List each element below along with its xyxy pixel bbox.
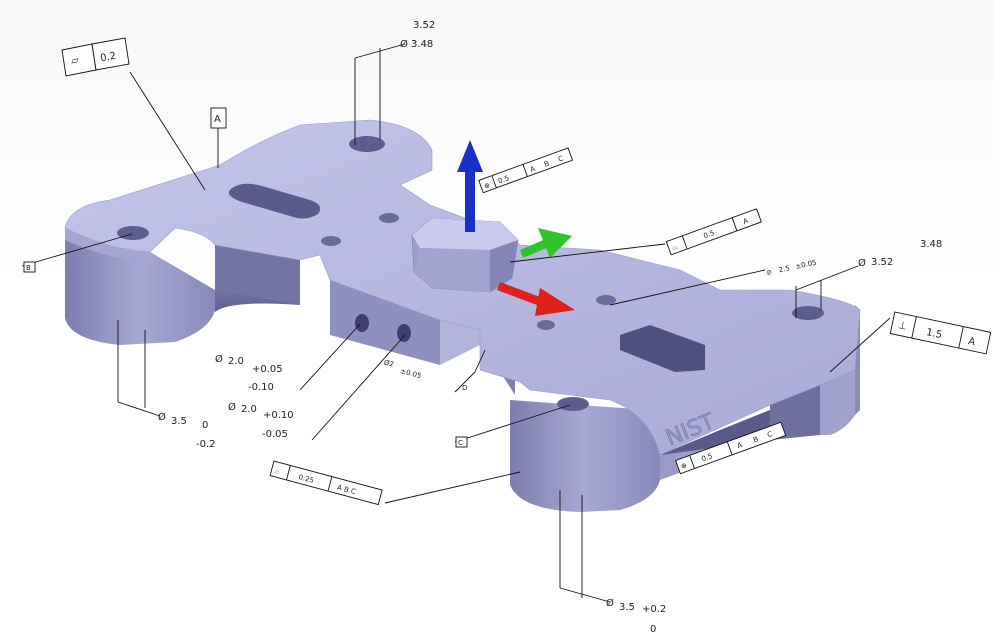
fcf-position-bottom[interactable]: ⊕ 0.5 A B C [675,421,787,475]
z-axis-arrow-icon[interactable] [457,140,483,172]
svg-text:1.5: 1.5 [925,327,943,341]
position-icon: ⊕ [680,461,688,471]
svg-text:A: A [967,336,976,348]
svg-text:+0.2: +0.2 [642,604,666,615]
svg-text:Ø: Ø [158,411,166,423]
right-hole [792,306,824,320]
svg-text:0: 0 [202,420,208,431]
right-slot [620,325,705,372]
svg-text:A: A [742,217,749,226]
svg-text:Ø2: Ø2 [383,358,395,368]
y-axis-arrow-icon[interactable] [538,228,572,258]
svg-text:3.48: 3.48 [920,239,942,250]
x-axis-shaft[interactable] [497,282,548,308]
svg-text:A: A [736,441,743,450]
svg-text:+0.10: +0.10 [263,410,294,421]
datum-d-label[interactable]: D [462,384,467,392]
svg-text:3.52: 3.52 [871,257,893,268]
svg-text:Ø: Ø [215,353,223,365]
flatness-icon: ▱ [70,55,80,67]
left-hole [117,226,149,240]
svg-text:±0.05: ±0.05 [795,259,818,271]
svg-text:⊘: ⊘ [765,268,772,277]
fcf-position-top[interactable]: ⊕ 0.5 A B C [478,147,574,194]
datum-a-label[interactable]: A [210,107,227,129]
svg-text:0.5: 0.5 [497,174,510,185]
dim-middle[interactable]: Ø2 ±0.05 [382,358,423,380]
svg-text:0.5: 0.5 [700,452,713,463]
dim-left[interactable]: Ø 3.5 0 -0.2 [158,411,216,450]
axis-triad[interactable] [457,140,575,316]
datum-c-label[interactable]: C [455,436,468,448]
annotation-leaders [21,43,891,603]
perpendicularity-icon: ⊥ [897,320,908,333]
datum-b-label[interactable]: B [23,261,36,273]
svg-text:-0.05: -0.05 [262,429,288,440]
dim-small[interactable]: ⊘ 2.5 ±0.05 [765,259,817,278]
diameter-icon: Ø [858,257,866,269]
svg-text:A: A [529,165,536,174]
fcf-profile-bottom[interactable]: ⌓ 0.25 A B C [269,460,383,506]
dim-top-hole[interactable]: 3.52 Ø 3.48 [400,20,435,50]
svg-text:2.0: 2.0 [241,404,257,415]
svg-text:0.25: 0.25 [298,473,315,485]
fcf-flatness[interactable]: ▱ 0.2 [61,37,130,77]
svg-text:B: B [543,160,550,169]
dim-bottom[interactable]: Ø 3.5 +0.2 0 [606,597,666,635]
svg-text:+0.05: +0.05 [252,364,283,375]
dim-bore-2[interactable]: Ø 2.0 +0.10 -0.05 [228,401,294,440]
svg-text:3.5: 3.5 [619,602,635,613]
top-hole [349,136,385,152]
svg-text:B: B [26,264,31,272]
svg-text:0.5: 0.5 [702,229,715,240]
position-icon: ⊕ [483,181,491,191]
diameter-icon: Ø [400,38,408,50]
left-slot [228,183,321,219]
x-axis-arrow-icon[interactable] [535,288,575,316]
svg-text:-0.10: -0.10 [248,382,274,393]
dim-right-hole[interactable]: Ø 3.52 3.48 [858,239,942,269]
z-axis-shaft[interactable] [465,170,475,232]
svg-text:C: C [766,430,773,439]
bore-2 [397,324,411,342]
svg-text:C: C [557,154,564,163]
svg-text:Ø: Ø [228,401,236,413]
svg-text:Ø: Ø [606,597,614,609]
profile-icon: ⌓ [273,467,281,476]
svg-text:C: C [458,439,463,447]
bottom-hole [557,397,589,411]
svg-text:A: A [214,114,221,125]
svg-text:0.2: 0.2 [99,51,117,65]
svg-text:0: 0 [650,624,656,635]
svg-text:3.5: 3.5 [171,416,187,427]
y-axis-shaft[interactable] [520,238,551,258]
machined-part[interactable]: NIST [64,119,861,512]
svg-text:-0.2: -0.2 [196,439,216,450]
fcf-profile-a[interactable]: ⌓ 0.5 A [665,208,762,256]
svg-text:3.52: 3.52 [413,20,435,31]
svg-text:3.48: 3.48 [411,39,433,50]
svg-text:2.5: 2.5 [778,264,791,274]
svg-text:B: B [752,435,759,444]
svg-text:D: D [462,384,467,392]
dim-bore-1[interactable]: Ø 2.0 +0.05 -0.10 [215,353,283,393]
svg-text:±0.05: ±0.05 [399,367,422,380]
bore-1 [355,314,369,332]
profile-icon: ⌓ [671,242,679,252]
fcf-perpendicularity[interactable]: ⊥ 1.5 A [889,311,992,355]
svg-text:2.0: 2.0 [228,356,244,367]
